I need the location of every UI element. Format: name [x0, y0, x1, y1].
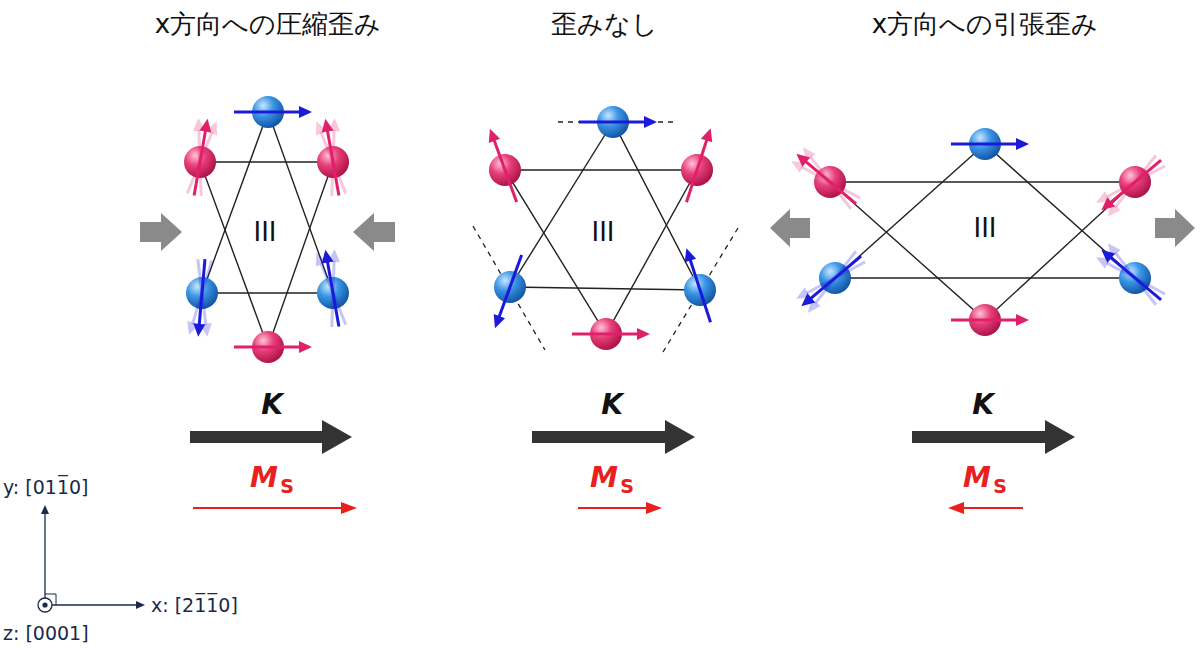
strain-arrow [353, 213, 395, 251]
spin-arrow-shaft [494, 140, 517, 202]
kagome-panel [473, 106, 738, 514]
lattice-triangle [835, 144, 1135, 278]
spin-arrow-head [1016, 138, 1029, 150]
axis-arrow-head [41, 505, 49, 514]
axis-arrow-shaft [45, 604, 137, 605]
spin-arrow-head [1101, 250, 1115, 263]
axis-label: x: [21̅1̅0] [151, 595, 238, 616]
z-axis-symbol [38, 598, 52, 612]
panel-title: 歪みなし [551, 10, 658, 39]
spin-arrow-head [801, 293, 815, 306]
magnetization-subscript: S [993, 476, 1007, 497]
magnetization-arrow-shaft [578, 507, 647, 509]
lattice-triangle [505, 170, 697, 334]
spin-arrow-shaft [327, 130, 338, 195]
z-axis-dot [42, 602, 47, 607]
axis-triad [38, 505, 145, 612]
spin-arrow-shaft [951, 143, 1017, 146]
spin-arrow-head [193, 323, 205, 336]
spin-arrow-shaft [199, 259, 205, 325]
k-vector-arrow-head [1045, 420, 1075, 454]
spin-arrow-shaft [805, 161, 856, 203]
lattice-triangle [200, 162, 333, 347]
strain-arrow [140, 213, 182, 251]
strain-arrow [770, 209, 810, 247]
spin-arrow-head [199, 119, 211, 133]
k-vector-arrow-shaft [532, 431, 666, 443]
spin-arrow-shaft [1110, 160, 1161, 202]
spin-arrow-shaft [327, 261, 338, 326]
spin-arrow-shaft [198, 259, 206, 325]
magnetization-arrow-head [341, 502, 357, 514]
mirror-line [473, 226, 545, 350]
magnetization-subscript: S [280, 476, 294, 497]
spin-arrow-head [322, 250, 334, 264]
spin-arrow-shaft [1110, 257, 1161, 299]
spin-arrow-head [701, 128, 712, 142]
spin-arrow-shaft [810, 256, 861, 298]
magnetization-subscript: S [620, 476, 634, 497]
spin-arrow-head [299, 106, 312, 118]
kagome-panel [140, 96, 395, 514]
kagome-panel [770, 128, 1195, 514]
k-vector-label: K [601, 390, 623, 421]
k-vector-arrow-shaft [190, 431, 323, 443]
spin-arrow-head [796, 154, 810, 167]
k-vector-arrow-shaft [912, 431, 1046, 443]
axis-label: z: [0001] [3, 623, 89, 644]
spin-arrow-shaft [686, 140, 706, 203]
magnetization-label: M [250, 463, 278, 494]
magnetization-arrow-head [948, 502, 964, 514]
k-vector-arrow-head [322, 420, 352, 454]
lattice-triangle [510, 122, 700, 290]
k-vector-label: K [972, 390, 994, 421]
mirror-line [558, 121, 676, 122]
spin-arrow-shaft [951, 319, 1017, 322]
spin-arrow-shaft [499, 255, 522, 317]
spin-arrow-shaft [234, 346, 300, 349]
spin-arrow-head [322, 119, 334, 133]
k-vector-label: K [261, 390, 283, 421]
spin-arrow-shaft [572, 333, 638, 336]
axis-label: y: [011̅0] [3, 477, 88, 498]
k-vector-arrow-head [665, 420, 695, 454]
spin-arrow-shaft [579, 121, 645, 124]
spin-arrow-shaft [690, 260, 710, 323]
spin-arrow-head [489, 129, 500, 143]
magnetization-arrow-shaft [963, 507, 1023, 509]
phase-label: III [253, 218, 276, 247]
phase-label: III [973, 214, 996, 243]
magnetization-label: M [590, 463, 618, 494]
mirror-line [663, 228, 738, 352]
spin-arrow-head [1101, 197, 1115, 210]
spin-arrow-head [644, 116, 657, 128]
spin-arrow-head [494, 314, 505, 328]
spin-arrow-head [637, 328, 650, 340]
spin-arrow-shaft [234, 111, 300, 114]
magnetization-arrow-shaft [193, 507, 342, 509]
lattice-triangle [830, 182, 1135, 320]
spin-arrow-shaft [194, 130, 205, 195]
panel-title: x方向への引張歪み [872, 10, 1098, 39]
axis-arrow-head [136, 601, 145, 609]
axis-arrow-shaft [44, 513, 45, 605]
spin-arrow-head [299, 341, 312, 353]
panel-title: x方向への圧縮歪み [155, 10, 381, 39]
strain-arrow [1155, 209, 1195, 247]
phase-label: III [591, 218, 614, 247]
magnetization-label: M [963, 463, 991, 494]
magnetization-arrow-head [646, 502, 662, 514]
spin-arrow-head [1016, 314, 1029, 326]
spin-arrow-head [685, 248, 696, 262]
lattice-triangle [202, 112, 333, 293]
